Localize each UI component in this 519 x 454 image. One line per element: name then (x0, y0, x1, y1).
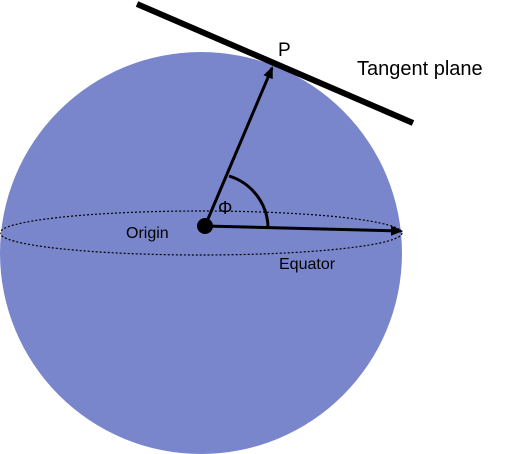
vector-to-equator (204, 224, 403, 236)
origin-label: Origin (126, 225, 169, 242)
origin-point (197, 218, 213, 234)
sphere (0, 52, 402, 454)
tangent-plane-line (135, 1, 415, 126)
angle-arc (228, 174, 270, 228)
vector-to-p (203, 66, 274, 227)
equator-label: Equator (279, 256, 336, 273)
tangent-plane-label: Tangent plane (357, 58, 483, 80)
angle-phi-label: Φ (218, 198, 232, 218)
point-p-label: P (278, 40, 291, 61)
